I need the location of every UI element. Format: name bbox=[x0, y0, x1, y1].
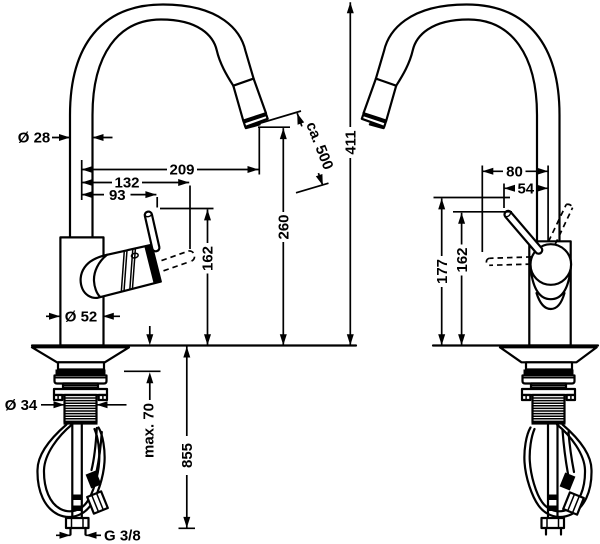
dim-connection-thread: G 3/8 bbox=[56, 528, 141, 544]
dim-outlet-height: 260 bbox=[258, 126, 293, 346]
g38-connector-nut-front bbox=[540, 516, 566, 536]
left-view-dimensions: Ø 28 209 132 93 bbox=[5, 2, 360, 544]
dim-label-body-diameter: Ø 52 bbox=[65, 309, 98, 326]
temp-indicator-dot bbox=[130, 252, 139, 259]
dim-label-lever-height: 162 bbox=[200, 246, 217, 271]
handle-hub-shading bbox=[144, 244, 161, 284]
handle-housing bbox=[79, 243, 162, 300]
handle-lever-alt-dashed bbox=[161, 250, 196, 272]
dim-label-connection-thread: G 3/8 bbox=[104, 528, 141, 544]
base-escutcheon-front bbox=[498, 346, 598, 364]
handle-skirt-arc-1 bbox=[529, 268, 572, 301]
dim-lever-side-offset: 54 bbox=[504, 181, 549, 198]
dim-label-outlet-height: 260 bbox=[276, 214, 293, 239]
g38-connector-nut bbox=[64, 516, 90, 536]
dim-label-hose-length-below: 855 bbox=[179, 443, 196, 468]
handle-lever bbox=[143, 210, 161, 253]
right-view-dimensions: 80 54 177 162 bbox=[433, 164, 549, 346]
spout-gooseneck-front bbox=[360, 3, 561, 243]
supply-hoses bbox=[36, 423, 109, 536]
dim-lever-raised-height: 177 bbox=[433, 196, 510, 346]
dim-label-lever-raised-height: 177 bbox=[434, 259, 451, 284]
mounting-stack bbox=[52, 361, 109, 425]
dim-handle-reach: 132 bbox=[81, 175, 190, 192]
dim-lever-reach: 93 bbox=[81, 187, 157, 204]
dim-label-spout-pipe-diameter: Ø 28 bbox=[18, 130, 51, 147]
dim-label-lever-reach: 93 bbox=[109, 187, 126, 204]
dim-shank-diameter: Ø 34 bbox=[5, 397, 127, 414]
dim-hose-length-below: 855 bbox=[178, 346, 196, 530]
dim-spout-reach: 209 bbox=[81, 162, 259, 179]
dim-label-lever-height-front: 162 bbox=[454, 247, 471, 272]
supply-hoses-front bbox=[523, 423, 593, 536]
dim-lever-side-reach: 80 bbox=[482, 164, 549, 181]
dim-total-height: 411 bbox=[343, 2, 360, 346]
dim-label-lever-side-reach: 80 bbox=[506, 164, 523, 181]
handle-lever-alt-dashed-up bbox=[547, 203, 574, 245]
dim-label-spout-reach: 209 bbox=[169, 162, 194, 179]
dim-label-handle-reach: 132 bbox=[114, 175, 139, 192]
dim-lever-height-front: 162 bbox=[453, 210, 512, 346]
dim-label-max-counter-thickness: max. 70 bbox=[140, 403, 157, 458]
left-view-faucet-outline bbox=[30, 3, 358, 536]
dim-spout-pipe-diameter: Ø 28 bbox=[18, 130, 113, 147]
handle-skirt-arc-2 bbox=[535, 291, 566, 311]
dim-max-counter-thickness: max. 70 bbox=[124, 326, 161, 458]
handle-lever-alt-dashed-left bbox=[485, 256, 532, 267]
dim-body-diameter: Ø 52 bbox=[46, 309, 120, 326]
dim-label-lever-side-offset: 54 bbox=[517, 181, 534, 198]
mounting-stack-front bbox=[520, 361, 577, 425]
spout-gooseneck bbox=[68, 3, 269, 239]
dim-label-shank-diameter: Ø 34 bbox=[5, 397, 38, 414]
dim-label-total-height: 411 bbox=[343, 130, 360, 154]
dim-lever-height: 162 bbox=[160, 207, 217, 346]
spray-head-cap bbox=[242, 113, 269, 128]
